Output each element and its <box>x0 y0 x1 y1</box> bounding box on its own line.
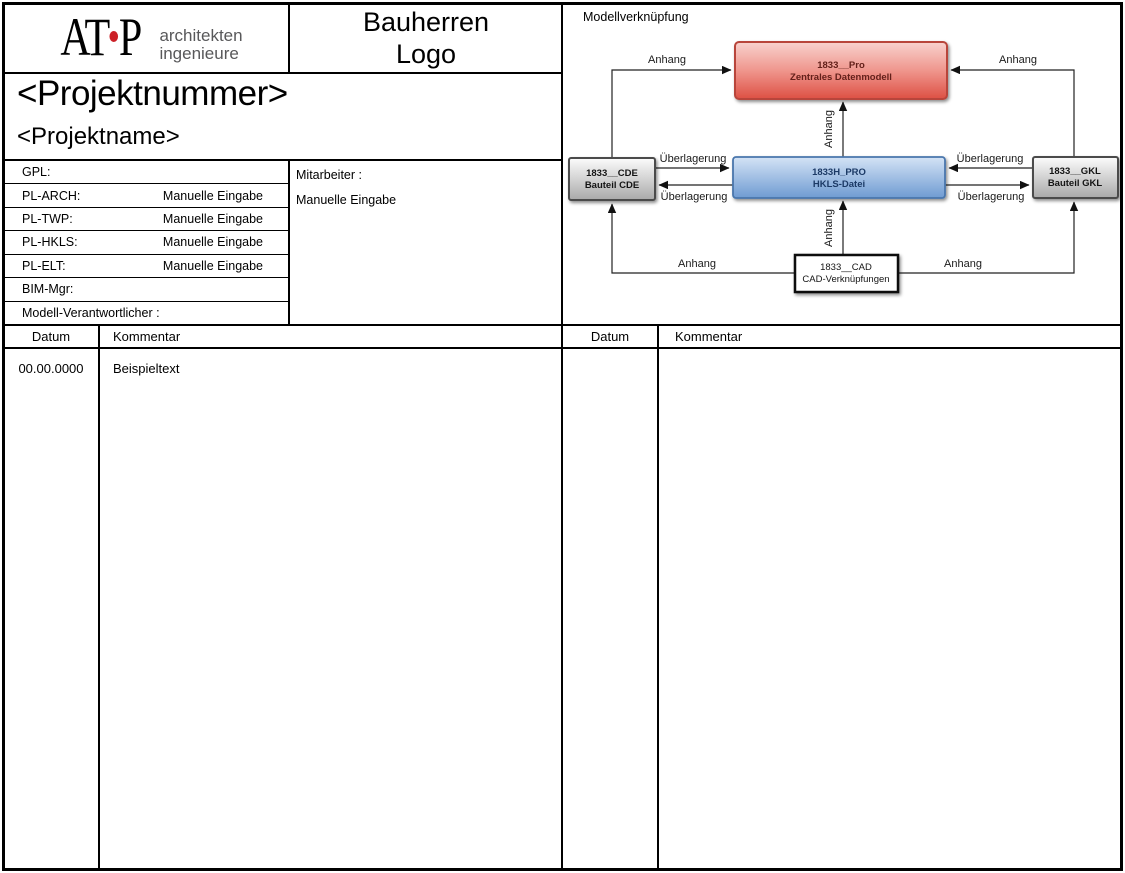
node-gkl-line2: Bauteil GKL <box>1048 178 1103 189</box>
table-row: PL-HKLS: Manuelle Eingabe <box>4 231 288 255</box>
atp-logo-subtitle-line1: architekten <box>159 25 243 45</box>
atp-logo: AT P architekten ingenieure <box>4 4 288 72</box>
table-row: PL-TWP: Manuelle Eingabe <box>4 208 288 232</box>
staff-label: Mitarbeiter : <box>296 168 362 182</box>
edge-label-anhang: Anhang <box>944 258 982 270</box>
grid-line <box>288 159 290 326</box>
node-cad-line2: CAD-Verknüpfungen <box>802 274 889 285</box>
role-label: GPL: <box>22 165 51 180</box>
edge-label-anhang: Anhang <box>678 258 716 270</box>
node-central-datamodel <box>734 41 948 100</box>
atp-logo-mark: AT P <box>60 7 143 68</box>
log-header-comment-left: Kommentar <box>113 328 181 344</box>
edge-label-anhang: Anhang <box>823 209 835 247</box>
project-number-placeholder[interactable]: <Projektnummer> <box>17 74 288 113</box>
team-roles-table: GPL: PL-ARCH: Manuelle Eingabe PL-TWP: M… <box>4 161 288 324</box>
role-label: PL-TWP: <box>22 212 73 227</box>
grid-line <box>288 4 290 74</box>
role-value[interactable]: Manuelle Eingabe <box>162 212 263 227</box>
node-gkl <box>1032 156 1119 199</box>
atp-logo-subtitle: architekten ingenieure <box>159 25 243 64</box>
table-row: BIM-Mgr: <box>4 278 288 302</box>
role-label: BIM-Mgr: <box>22 282 74 297</box>
role-label: PL-HKLS: <box>22 235 78 250</box>
role-value[interactable]: Manuelle Eingabe <box>162 188 263 203</box>
grid-line <box>4 324 1121 326</box>
log-header-date-left: Datum <box>31 328 71 344</box>
table-row: PL-ARCH: Manuelle Eingabe <box>4 184 288 208</box>
staff-value[interactable]: Manuelle Eingabe <box>296 193 397 207</box>
role-value[interactable]: Manuelle Eingabe <box>162 235 263 250</box>
atp-logo-letter-p: P <box>119 7 142 68</box>
grid-line <box>657 324 659 869</box>
node-cad-line1: 1833__CAD <box>820 262 872 273</box>
edge-label-anhang: Anhang <box>999 54 1037 66</box>
staff-cell: Mitarbeiter : Manuelle Eingabe <box>296 161 556 207</box>
node-cde-line2: Bauteil CDE <box>585 180 639 191</box>
node-central-line2: Zentrales Datenmodell <box>790 72 892 83</box>
role-label: PL-ARCH: <box>22 188 81 203</box>
node-cad <box>793 253 900 294</box>
log-header-comment-right: Kommentar <box>675 328 743 344</box>
grid-line <box>4 347 1121 349</box>
node-cde <box>568 157 656 201</box>
node-gkl-line1: 1833__GKL <box>1049 166 1101 177</box>
edge-label-ueberlagerung: Überlagerung <box>661 191 728 203</box>
table-row: Modell-Verantwortlicher : <box>4 302 288 324</box>
log-entry-date[interactable]: 00.00.0000 <box>18 361 84 376</box>
edge-label-ueberlagerung: Überlagerung <box>958 191 1025 203</box>
edge-label-ueberlagerung: Überlagerung <box>660 153 727 165</box>
log-header-date-right: Datum <box>590 328 630 344</box>
atp-logo-letters-at: AT <box>60 7 111 68</box>
role-label: PL-ELT: <box>22 258 66 273</box>
node-cde-line1: 1833__CDE <box>586 168 638 179</box>
atp-logo-subtitle-line2: ingenieure <box>159 44 239 63</box>
grid-line <box>4 72 563 74</box>
node-central-line1: 1833__Pro <box>817 60 865 71</box>
role-label: Modell-Verantwortlicher : <box>22 305 160 320</box>
node-hkls-line1: 1833H_PRO <box>812 167 866 178</box>
node-hkls <box>732 156 946 199</box>
diagram-connectors <box>607 65 1079 274</box>
role-value[interactable]: Manuelle Eingabe <box>162 258 263 273</box>
project-name-placeholder[interactable]: <Projektname> <box>17 123 180 150</box>
log-entry-comment[interactable]: Beispieltext <box>113 361 180 376</box>
diagram-title: Modellverknüpfung <box>583 10 689 24</box>
logo-red-dot-icon <box>109 31 119 43</box>
table-row: GPL: <box>4 161 288 185</box>
edge-label-ueberlagerung: Überlagerung <box>957 153 1024 165</box>
edge-label-anhang: Anhang <box>823 110 835 148</box>
client-logo-line1: Bauherren <box>362 6 490 37</box>
grid-line <box>98 324 100 869</box>
table-row: PL-ELT: Manuelle Eingabe <box>4 255 288 279</box>
client-logo-placeholder: Bauherren Logo <box>290 4 562 72</box>
grid-line <box>561 4 563 869</box>
edge-label-anhang: Anhang <box>648 54 686 66</box>
model-linkage-diagram: Modellverknüpfung Anhang Anhang Anhang A… <box>568 10 1119 294</box>
client-logo-line2: Logo <box>395 39 457 69</box>
node-hkls-line2: HKLS-Datei <box>813 179 865 190</box>
grid-line <box>4 159 563 161</box>
